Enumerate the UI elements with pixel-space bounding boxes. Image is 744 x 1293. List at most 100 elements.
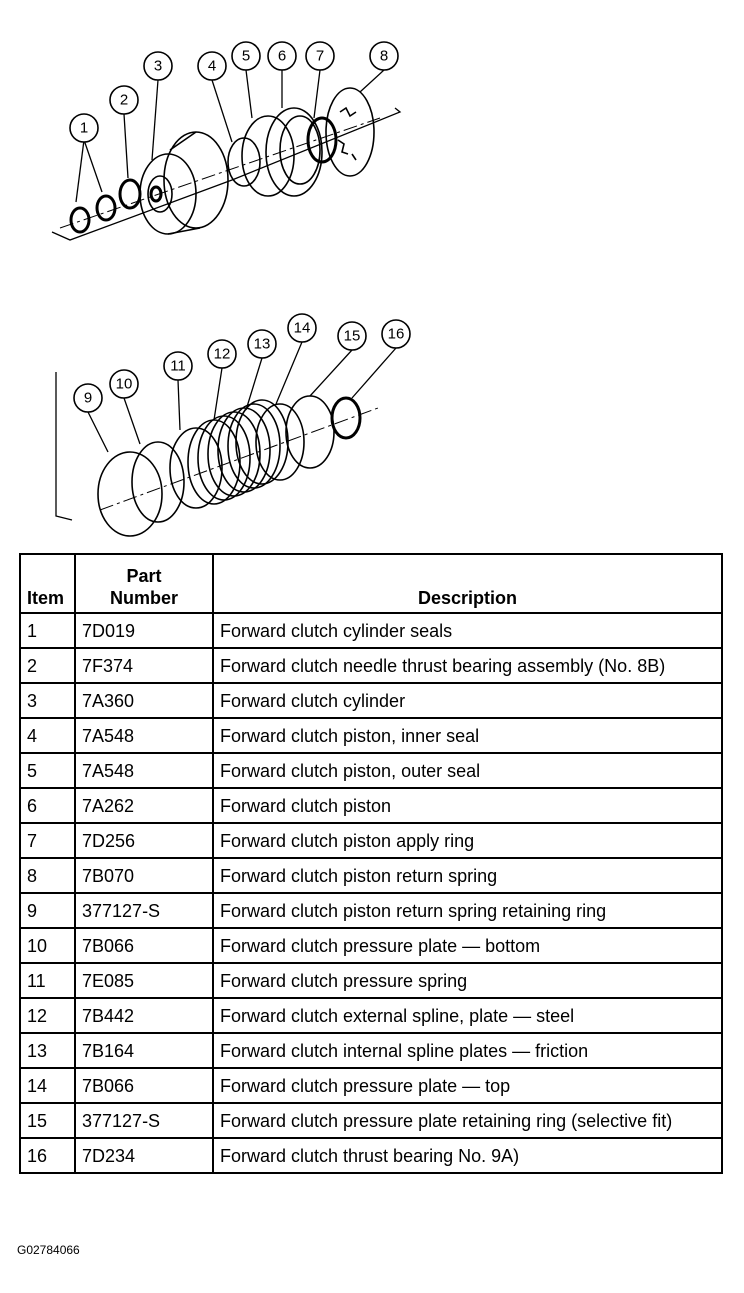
- cell-item: 3: [19, 682, 76, 719]
- svg-text:12: 12: [214, 346, 231, 363]
- cell-item: 7: [19, 822, 76, 859]
- cell-part-number: 7B066: [74, 927, 214, 964]
- cell-description: Forward clutch thrust bearing No. 9A): [212, 1137, 723, 1174]
- cell-item: 4: [19, 717, 76, 754]
- clutch-piston: [265, 107, 323, 197]
- cell-item: 14: [19, 1067, 76, 1104]
- return-spring-retaining-ring: [97, 451, 163, 537]
- svg-text:4: 4: [208, 58, 216, 75]
- cell-description: Forward clutch piston: [212, 787, 723, 824]
- exploded-view-diagram: 1 2 3 4 5 6 7: [51, 41, 411, 537]
- cell-description: Forward clutch piston, outer seal: [212, 752, 723, 789]
- cell-item: 16: [19, 1137, 76, 1174]
- callout-7: 7: [305, 41, 335, 119]
- pressure-spring: [169, 427, 223, 509]
- figure-code: G02784066: [17, 1243, 80, 1257]
- cell-description: Forward clutch internal spline plates — …: [212, 1032, 723, 1069]
- cell-part-number: 7D256: [74, 822, 214, 859]
- cell-description: Forward clutch pressure spring: [212, 962, 723, 999]
- svg-text:9: 9: [84, 390, 92, 407]
- cell-item: 10: [19, 927, 76, 964]
- callout-13: 13: [245, 329, 277, 411]
- cell-part-number: 7F374: [74, 647, 214, 684]
- piston-outer-seal: [241, 115, 295, 197]
- callout-4: 4: [197, 51, 233, 143]
- svg-text:11: 11: [170, 358, 186, 375]
- svg-text:15: 15: [344, 328, 361, 345]
- svg-text:2: 2: [120, 92, 128, 109]
- svg-text:7: 7: [316, 48, 324, 65]
- svg-text:5: 5: [242, 48, 250, 65]
- cell-item: 13: [19, 1032, 76, 1069]
- cell-description: Forward clutch cylinder: [212, 682, 723, 719]
- svg-text:6: 6: [278, 48, 286, 65]
- cell-description: Forward clutch cylinder seals: [212, 612, 723, 649]
- cell-part-number: 7A262: [74, 787, 214, 824]
- svg-text:1: 1: [80, 120, 88, 137]
- piston-inner-seal: [227, 137, 261, 187]
- cell-item: 1: [19, 612, 76, 649]
- cell-item: 15: [19, 1102, 76, 1139]
- piston-apply-ring: [306, 116, 338, 164]
- cell-item: 12: [19, 997, 76, 1034]
- callout-14: 14: [275, 313, 317, 405]
- cell-part-number: 7B066: [74, 1067, 214, 1104]
- upper-boundary-line: [51, 107, 402, 241]
- callout-2: 2: [109, 85, 139, 179]
- clutch-pack: [187, 399, 289, 505]
- cell-description: Forward clutch needle thrust bearing ass…: [212, 647, 723, 684]
- cell-item: 9: [19, 892, 76, 929]
- cell-item: 8: [19, 857, 76, 894]
- table-header-row: Item Part Number Description: [19, 553, 723, 614]
- cell-part-number: 7A548: [74, 752, 214, 789]
- header-part-number: Part Number: [74, 553, 214, 614]
- cell-description: Forward clutch piston apply ring: [212, 822, 723, 859]
- cell-part-number: 7A360: [74, 682, 214, 719]
- callout-5: 5: [231, 41, 261, 119]
- cell-description: Forward clutch pressure plate — top: [212, 1067, 723, 1104]
- needle-thrust-bearing: [118, 178, 142, 210]
- svg-text:14: 14: [294, 320, 311, 337]
- clutch-cylinder: [139, 131, 229, 235]
- callout-15: 15: [309, 321, 367, 397]
- cell-description: Forward clutch piston return spring reta…: [212, 892, 723, 929]
- cell-part-number: 7D019: [74, 612, 214, 649]
- callout-12: 12: [207, 339, 237, 421]
- thrust-bearing: [330, 396, 362, 440]
- callout-8: 8: [359, 41, 399, 93]
- svg-text:8: 8: [380, 48, 388, 65]
- cell-description: Forward clutch pressure plate retaining …: [212, 1102, 723, 1139]
- cylinder-seal-right: [95, 194, 117, 222]
- cell-part-number: 377127-S: [74, 892, 214, 929]
- callout-11: 11: [163, 351, 193, 431]
- cell-part-number: 377127-S: [74, 1102, 214, 1139]
- cell-description: Forward clutch pressure plate — bottom: [212, 927, 723, 964]
- callout-3: 3: [143, 51, 173, 161]
- cell-item: 11: [19, 962, 76, 999]
- callout-10: 10: [109, 369, 141, 445]
- callout-1: 1: [69, 113, 103, 203]
- header-description: Description: [212, 553, 723, 614]
- lower-assembly: 9 10 11 12 13 14 15: [55, 313, 411, 537]
- callout-9: 9: [73, 383, 109, 453]
- svg-text:16: 16: [388, 326, 405, 343]
- lower-boundary-line: [55, 372, 73, 521]
- pressure-plate-top: [255, 403, 305, 481]
- cell-part-number: 7E085: [74, 962, 214, 999]
- upper-assembly: 1 2 3 4 5 6 7: [51, 41, 402, 241]
- cell-item: 5: [19, 752, 76, 789]
